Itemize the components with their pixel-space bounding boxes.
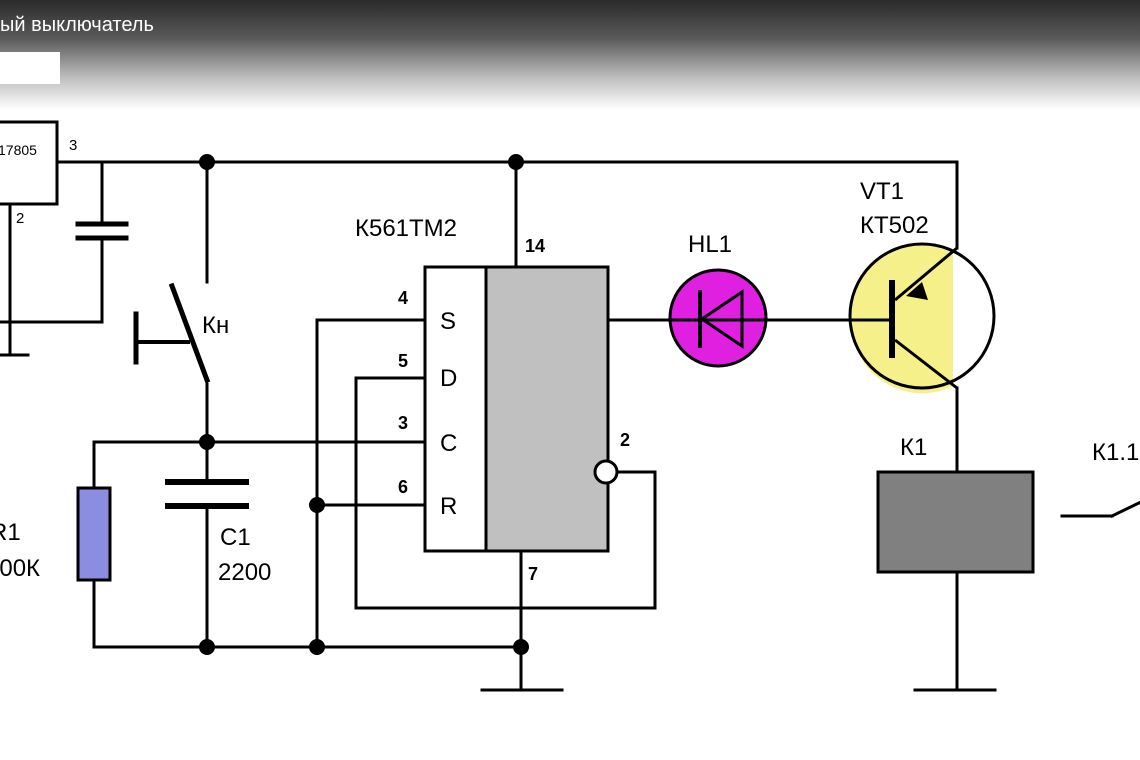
chip-pin-vcc: 14 (525, 236, 545, 256)
transistor-model: КТ502 (860, 212, 929, 239)
button-label: Кн (202, 312, 229, 339)
chip-inverted-output (593, 459, 619, 485)
r1-body (76, 486, 112, 582)
chip-pin-num-c: 3 (398, 413, 408, 433)
relay-contact-blade (1109, 500, 1140, 519)
video-title: ый выключатель (0, 14, 154, 36)
chip-pin-name-r: R (440, 493, 457, 520)
relay-contact-label: К1.1 (1092, 439, 1139, 466)
resistor-name: R1 (0, 519, 21, 546)
regulator-body (0, 120, 59, 206)
regulator-pin-gnd: 2 (16, 210, 24, 227)
chip-pin-name-s: S (440, 308, 456, 335)
chip-pin-num-s: 4 (398, 288, 408, 308)
relay-k1-coil (876, 470, 1035, 574)
led-label: HL1 (688, 231, 732, 258)
chip-pin-gnd: 7 (528, 564, 538, 584)
led-hl1 (668, 268, 768, 368)
transistor-vt1 (848, 242, 996, 394)
transistor-name: VT1 (860, 178, 904, 205)
chip-label: К561ТМ2 (355, 215, 457, 242)
chip-pin-name-d: D (440, 365, 457, 392)
video-title-bar: ый выключатель (0, 0, 1140, 110)
capacitor-name: С1 (220, 524, 251, 551)
chip-pin-name-c: C (440, 430, 457, 457)
chip-pin-num-r: 6 (398, 477, 408, 497)
regulator-pin-out: 3 (69, 137, 77, 154)
relay-label: К1 (900, 434, 927, 461)
chip-pin-num-d: 5 (398, 351, 408, 371)
junction-dots (199, 154, 529, 655)
chip-pin-inv-out: 2 (620, 430, 630, 450)
capacitor-value: 2200 (218, 559, 271, 586)
button-blade (168, 282, 211, 384)
chip-pin-column (423, 265, 488, 553)
regulator-label-cover (0, 52, 60, 84)
regulator-label: 17805 (0, 142, 37, 158)
